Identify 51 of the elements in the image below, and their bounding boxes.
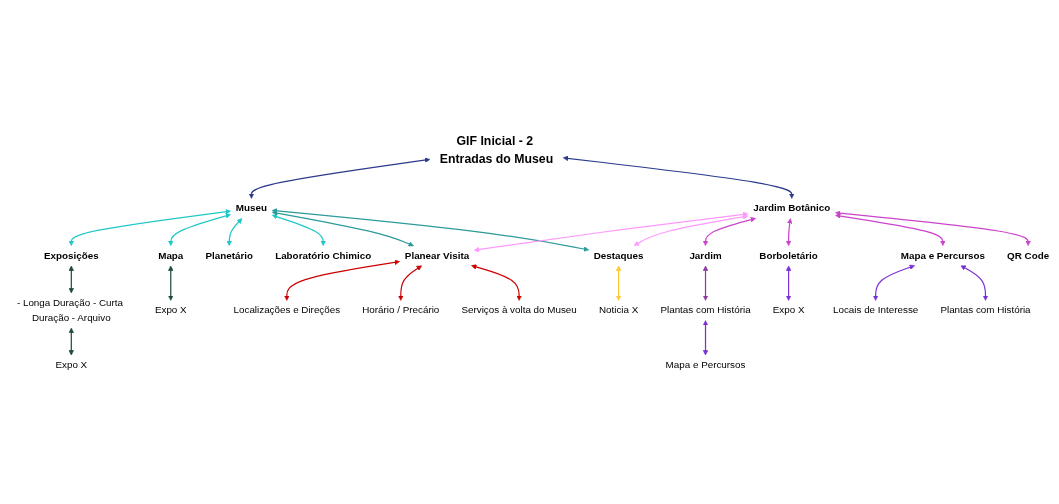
node-text: Jardim bbox=[689, 250, 722, 261]
node-text: Plantas com História bbox=[940, 304, 1031, 316]
node-text: Mapa e Percursos bbox=[900, 250, 985, 261]
node-text: Exposições bbox=[43, 250, 99, 261]
arrow bbox=[471, 264, 522, 301]
node-text: Locais de Interesse bbox=[832, 304, 919, 316]
node-text: Serviços à volta do Museu bbox=[461, 304, 577, 316]
arrow bbox=[785, 265, 792, 301]
node-text: Mapa e Percursos bbox=[665, 359, 746, 371]
arrow bbox=[68, 327, 74, 356]
arrow bbox=[398, 265, 422, 301]
node-text: Jardim Botânico bbox=[753, 202, 831, 214]
arrow bbox=[702, 265, 709, 301]
node-text: Planetário bbox=[205, 250, 254, 261]
node-text: Laboratório Chimico bbox=[275, 250, 372, 261]
node-text: - Longa Duração - Curta Duração - Arquivo bbox=[16, 297, 123, 323]
arrow bbox=[872, 264, 915, 301]
arrow bbox=[633, 214, 749, 247]
arrow bbox=[271, 210, 414, 247]
node-text: QR Code bbox=[1007, 250, 1050, 261]
arrow bbox=[785, 218, 793, 247]
node-text: Museu bbox=[235, 202, 267, 214]
node-text: Noticia X bbox=[598, 304, 639, 316]
arrow bbox=[835, 210, 1031, 247]
arrow bbox=[168, 213, 231, 247]
arrow bbox=[960, 265, 989, 301]
arrow bbox=[168, 265, 174, 301]
node-text: Borboletário bbox=[759, 250, 818, 261]
arrow bbox=[226, 218, 243, 247]
node-text: Plantas com História bbox=[660, 304, 751, 316]
node-text: Localizações e Direções bbox=[233, 304, 341, 316]
arrow bbox=[562, 155, 795, 199]
arrow bbox=[702, 320, 709, 356]
arrow bbox=[615, 265, 622, 301]
arrow bbox=[271, 208, 590, 252]
arrow bbox=[68, 209, 231, 247]
arrow bbox=[473, 211, 749, 253]
arrow bbox=[835, 213, 946, 247]
node-text: Horário / Precário bbox=[362, 304, 440, 316]
node-text: Expo X bbox=[154, 304, 187, 316]
arrow bbox=[68, 265, 74, 294]
node-text: Expo X bbox=[772, 304, 805, 316]
node-text: Expo X bbox=[55, 359, 88, 371]
arrow bbox=[271, 214, 326, 247]
node-text: Mapa bbox=[158, 250, 184, 261]
arrow bbox=[702, 216, 756, 247]
arrow bbox=[248, 157, 431, 199]
node-text: Destaques bbox=[593, 250, 644, 261]
node-text: Planear Visita bbox=[404, 250, 470, 261]
node-text: GIF Inicial - 2 Entradas do Museu bbox=[439, 133, 554, 166]
arrow bbox=[284, 259, 400, 301]
